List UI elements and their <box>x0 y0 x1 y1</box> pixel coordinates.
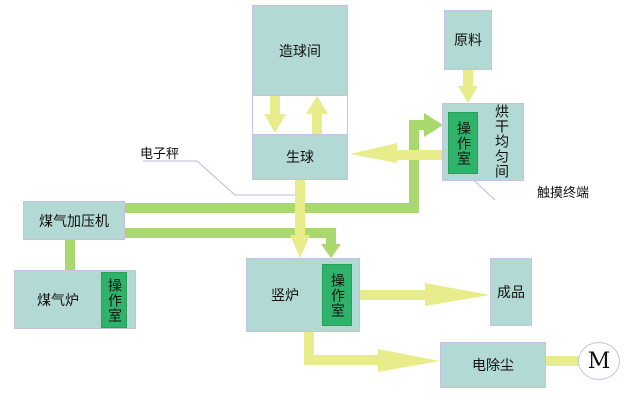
arrow-raw-to-drying <box>458 86 478 103</box>
arrow-to-product <box>425 283 490 306</box>
gas-furnace-label: 煤气炉 <box>37 292 79 309</box>
green-ball-to-shaft-pipe <box>295 178 305 238</box>
gas-furnace-box[interactable]: 煤气炉 操作室 <box>14 270 136 329</box>
arrow-down-to-green-ball <box>264 114 286 133</box>
shaft-furnace-label: 竖炉 <box>271 288 299 304</box>
raw-material-label: 原料 <box>454 33 482 49</box>
arrow-to-green-ball <box>350 143 397 163</box>
finished-product-box[interactable]: 成品 <box>490 258 532 326</box>
drying-mixing-room-box[interactable]: 操作室 烘干均匀间 <box>442 103 524 181</box>
drying-operation-room[interactable]: 操作室 <box>448 112 478 174</box>
green-ball-label: 生球 <box>286 150 314 166</box>
arrow-up-to-pelletizing <box>306 96 328 114</box>
drying-return-pipe <box>395 150 443 160</box>
shaft-furnace-operation-room[interactable]: 操作室 <box>322 264 352 326</box>
gas-compressor-box[interactable]: 煤气加压机 <box>23 201 125 240</box>
drying-mixing-room-label: 烘干均匀间 <box>493 104 509 179</box>
electronic-scale-annotation: 电子秤 <box>140 147 180 162</box>
gas-furnace-operation-room-label: 操作室 <box>106 277 122 323</box>
gas-pipe-upper <box>124 203 419 213</box>
dust-to-motor-pipe <box>545 356 580 366</box>
raw-pipe <box>463 70 473 88</box>
raw-material-box[interactable]: 原料 <box>444 10 492 70</box>
drying-operation-room-label: 操作室 <box>455 120 471 166</box>
green-ball-box[interactable]: 生球 <box>252 134 348 180</box>
gas-pipe-lower <box>124 228 334 238</box>
touch-terminal-annotation: 触摸终端 <box>537 186 590 201</box>
shaft-to-dust-pipe-h <box>304 355 384 365</box>
electrostatic-precipitator-label: 电除尘 <box>472 358 514 374</box>
gas-compressor-label: 煤气加压机 <box>39 213 109 230</box>
arrow-to-dust <box>378 349 440 372</box>
pelletizing-room-label: 造球间 <box>279 43 321 60</box>
pelletizing-transfer-zone <box>252 96 348 134</box>
scale-leader-line <box>143 160 298 196</box>
gas-arrow-to-shaft <box>321 244 341 258</box>
gas-furnace-operation-room[interactable]: 操作室 <box>101 272 127 328</box>
gas-pipe-down <box>326 228 336 244</box>
electrostatic-precipitator-box[interactable]: 电除尘 <box>440 342 546 388</box>
finished-product-label: 成品 <box>497 285 525 301</box>
gas-pipe-furnace <box>65 238 75 270</box>
shaft-furnace-box[interactable]: 竖炉 操作室 <box>246 258 360 332</box>
gas-pipe-riser <box>409 126 419 213</box>
shaft-furnace-operation-room-label: 操作室 <box>329 272 345 318</box>
shaft-to-dust-pipe-v <box>304 332 314 364</box>
shaft-to-product-pipe <box>360 290 430 300</box>
material-pipe-to-green-ball <box>270 96 280 116</box>
pelletizing-room-box[interactable]: 造球间 <box>252 5 348 96</box>
gas-pipe-top <box>409 120 429 130</box>
material-pipe-to-pelletizing <box>312 114 322 134</box>
arrow-to-shaft-furnace <box>290 235 310 258</box>
gas-arrow-to-drying <box>424 113 443 137</box>
motor-label: M <box>587 348 611 374</box>
motor-icon[interactable]: M <box>578 342 620 380</box>
